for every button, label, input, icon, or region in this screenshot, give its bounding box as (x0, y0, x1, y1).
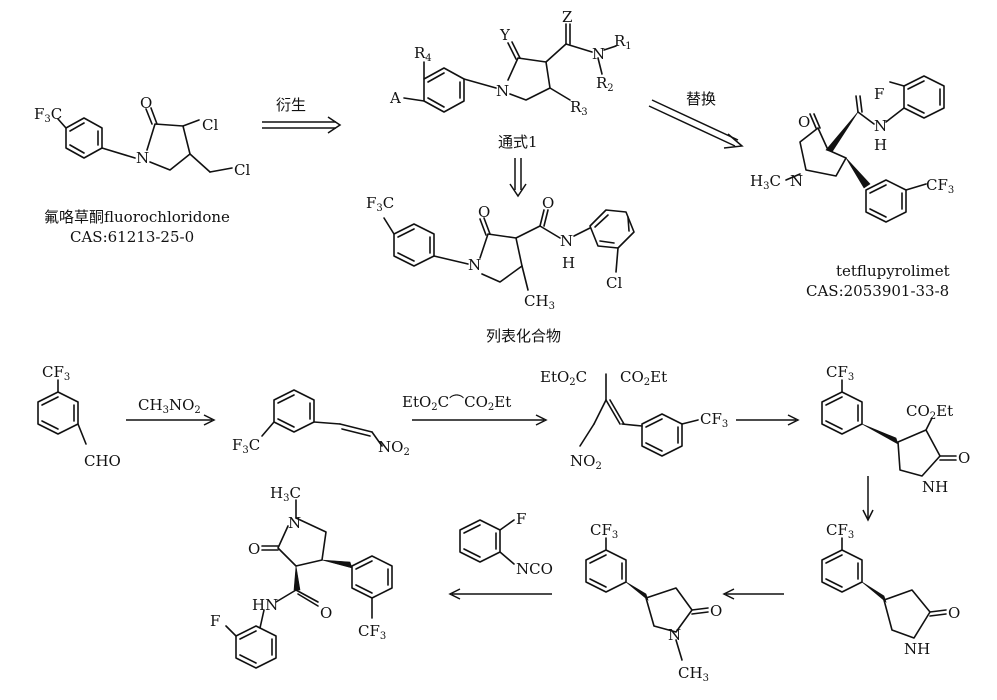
h-hn-label: HN (252, 596, 278, 614)
tf-amide-n-label: N (874, 117, 887, 135)
replace-arrow-label: 替换 (686, 90, 716, 108)
b-no2-label: NO2 (378, 438, 410, 458)
tf-ring-n-label: N (790, 172, 803, 190)
lc-amide-n-label: N (560, 232, 573, 250)
tf-o-label: O (798, 113, 810, 131)
gf-n2-label: N (592, 45, 605, 63)
fluorochloridone-name: 氟咯草酮fluorochloridone (44, 208, 230, 226)
tf-h-label: H (874, 136, 887, 154)
compound-e-structure (821, 537, 947, 639)
gf-r3-label: R3 (570, 98, 588, 118)
h-o-label: O (248, 540, 260, 558)
g-f-label: F (516, 510, 526, 528)
listed-compound-name: 列表化合物 (486, 327, 561, 345)
g-nco-label: NCO (516, 560, 553, 578)
fc-cl-label: Cl (202, 116, 218, 134)
tf-f-label: F (874, 85, 884, 103)
gf-r4-label: R4 (414, 44, 432, 64)
c-cf3-label: CF3 (700, 410, 728, 430)
fluorochloridone-cas: CAS:61213-25-0 (70, 228, 194, 246)
h-amide-o-label: O (320, 604, 332, 622)
general-formula-structure (403, 23, 617, 113)
derive-arrow-label: 衍生 (276, 96, 306, 114)
compound-c-structure (579, 373, 699, 457)
d-cf3-label: CF3 (826, 363, 854, 383)
a-cf3-label: CF3 (42, 363, 70, 383)
gf-n-label: N (496, 82, 509, 100)
lc-cl-label: Cl (606, 274, 622, 292)
d-co2et-label: CO2Et (906, 402, 953, 422)
h-f-label: F (210, 612, 220, 630)
compound-g-structure (459, 519, 515, 565)
tf-cf3-label: CF3 (926, 176, 954, 196)
replace-arrow (648, 99, 744, 149)
gf-y-label: Y (499, 26, 511, 44)
d-o-label: O (958, 449, 970, 467)
lc-amide-o-label: O (542, 194, 554, 212)
general-formula-name: 通式1 (498, 133, 538, 151)
c-eto2c-label: EtO2C (540, 368, 587, 388)
f-ch3-label: CH3 (678, 664, 709, 684)
tetflupyrolimet-name: tetflupyrolimet (836, 262, 950, 280)
derive-arrow (262, 116, 342, 134)
f-cf3-label: CF3 (590, 521, 618, 541)
h-n-label: N (288, 514, 301, 532)
step1-reagent: CH3NO2 (138, 396, 201, 416)
step2-reagent: EtO2C⌒CO2Et (402, 393, 511, 413)
f-n-label: N (668, 626, 681, 644)
e-nh-label: NH (904, 640, 930, 658)
h-cf3-label: CF3 (358, 622, 386, 642)
h-h3c-label: H3C (270, 484, 301, 504)
fc-carbonyl-o-label: O (140, 94, 152, 112)
down-double-arrow (509, 158, 527, 198)
compound-f-structure (585, 537, 709, 661)
gf-a-label: A (389, 89, 401, 107)
tf-h3c-label: H3C (750, 172, 781, 192)
d-nh-label: NH (922, 478, 948, 496)
lc-f3c-label: F3C (366, 194, 394, 214)
compound-d-structure (821, 379, 957, 477)
lc-ch3-label: CH3 (524, 292, 555, 312)
fc-cl2-label: Cl (234, 161, 250, 179)
lc-h-label: H (562, 254, 575, 272)
gf-z-label: Z (562, 8, 572, 26)
compound-b-structure (261, 389, 383, 447)
fc-n-label: N (136, 149, 149, 167)
b-f3c-label: F3C (232, 436, 260, 456)
lc-o-label: O (478, 203, 490, 221)
gf-r1-label: R1 (614, 32, 632, 52)
listed-compound-structure (383, 209, 635, 291)
tetflupyrolimet-structure (785, 75, 945, 223)
compound-a-structure (37, 379, 87, 445)
c-co2et-label: CO2Et (620, 368, 667, 388)
lc-ring-n-label: N (468, 256, 481, 274)
tetflupyrolimet-cas: CAS:2053901-33-8 (806, 282, 949, 300)
a-cho-label: CHO (84, 452, 121, 470)
e-o-label: O (948, 604, 960, 622)
c-no2-label: NO2 (570, 452, 602, 472)
gf-r2-label: R2 (596, 74, 614, 94)
compound-h-structure (225, 499, 393, 669)
e-cf3-label: CF3 (826, 521, 854, 541)
f-o-label: O (710, 602, 722, 620)
fc-cf3-label: F3C (34, 105, 62, 125)
fluorochloridone-structure (57, 107, 233, 173)
